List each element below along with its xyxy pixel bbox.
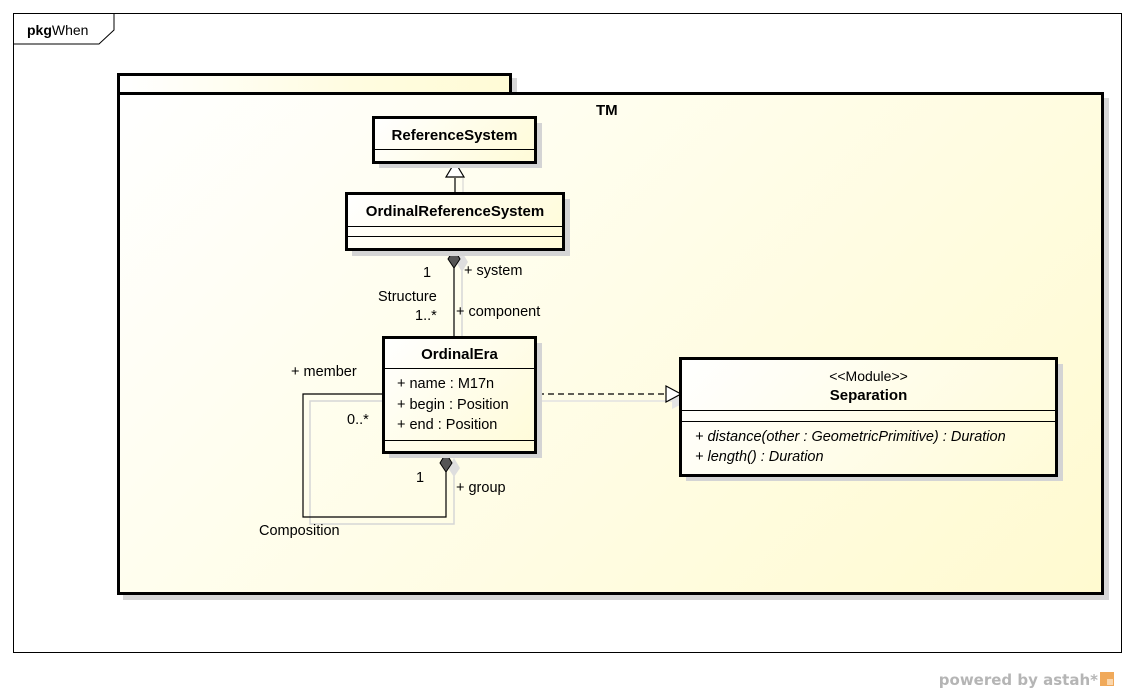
structure-system-role: + system (464, 263, 523, 279)
powered-by-text: powered by astah* (938, 671, 1098, 689)
package-shadow-bottom (123, 595, 1109, 600)
astah-logo-icon (1100, 672, 1114, 686)
class-name: Separation (829, 387, 908, 404)
composition-member-multiplicity: 0..* (347, 412, 369, 428)
structure-component-role: + component (456, 304, 541, 320)
package-name: TM (596, 102, 618, 119)
class-stereotype: <<Module>> (829, 368, 908, 384)
package-tab-shadow (512, 78, 517, 95)
operation-distance: + distance(other : GeometricPrimitive) :… (695, 429, 1006, 445)
class-separator (385, 440, 534, 441)
frame-label-tab (13, 13, 115, 45)
class-ordinal-reference-system[interactable]: OrdinalReferenceSystem (345, 192, 565, 251)
class-separator (375, 149, 534, 150)
operation-length: + length() : Duration (695, 449, 824, 465)
composition-association-name: Composition (259, 523, 340, 539)
class-separation[interactable]: <<Module>> Separation + distance(other :… (679, 357, 1058, 477)
class-ordinal-era[interactable]: OrdinalEra + name : M17n + begin : Posit… (382, 336, 537, 454)
attribute-end: + end : Position (397, 417, 498, 433)
composition-diamond-group (439, 452, 453, 473)
composition-group-multiplicity: 1 (416, 470, 425, 486)
attribute-name: + name : M17n (397, 376, 495, 392)
class-name: ReferenceSystem (391, 127, 518, 144)
frame-title: pkgWhen (27, 22, 88, 38)
package-shadow-right (1104, 98, 1109, 600)
realization-arrowhead (665, 385, 683, 403)
class-separator (348, 236, 562, 237)
diagram-frame (13, 13, 1122, 653)
class-separator (682, 421, 1055, 422)
composition-group-role: + group (456, 480, 506, 496)
frame-name: When (51, 22, 89, 38)
realization-connector[interactable] (538, 385, 688, 409)
composition-association[interactable] (302, 393, 460, 525)
package-tm[interactable] (117, 92, 1104, 595)
attribute-begin: + begin : Position (397, 397, 509, 413)
class-name: OrdinalReferenceSystem (365, 203, 545, 220)
structure-association-name: Structure (378, 289, 437, 305)
class-name: OrdinalEra (421, 346, 498, 363)
structure-system-multiplicity: 1 (423, 265, 432, 281)
composition-member-role: + member (291, 364, 357, 380)
structure-component-multiplicity: 1..* (415, 308, 437, 324)
frame-keyword: pkg (27, 22, 52, 38)
powered-by-astah: powered by astah* (939, 671, 1114, 689)
class-separator (682, 410, 1055, 411)
class-separator (348, 226, 562, 227)
class-separator (385, 368, 534, 369)
class-reference-system[interactable]: ReferenceSystem (372, 116, 537, 164)
generalization-arrowhead (444, 160, 466, 178)
